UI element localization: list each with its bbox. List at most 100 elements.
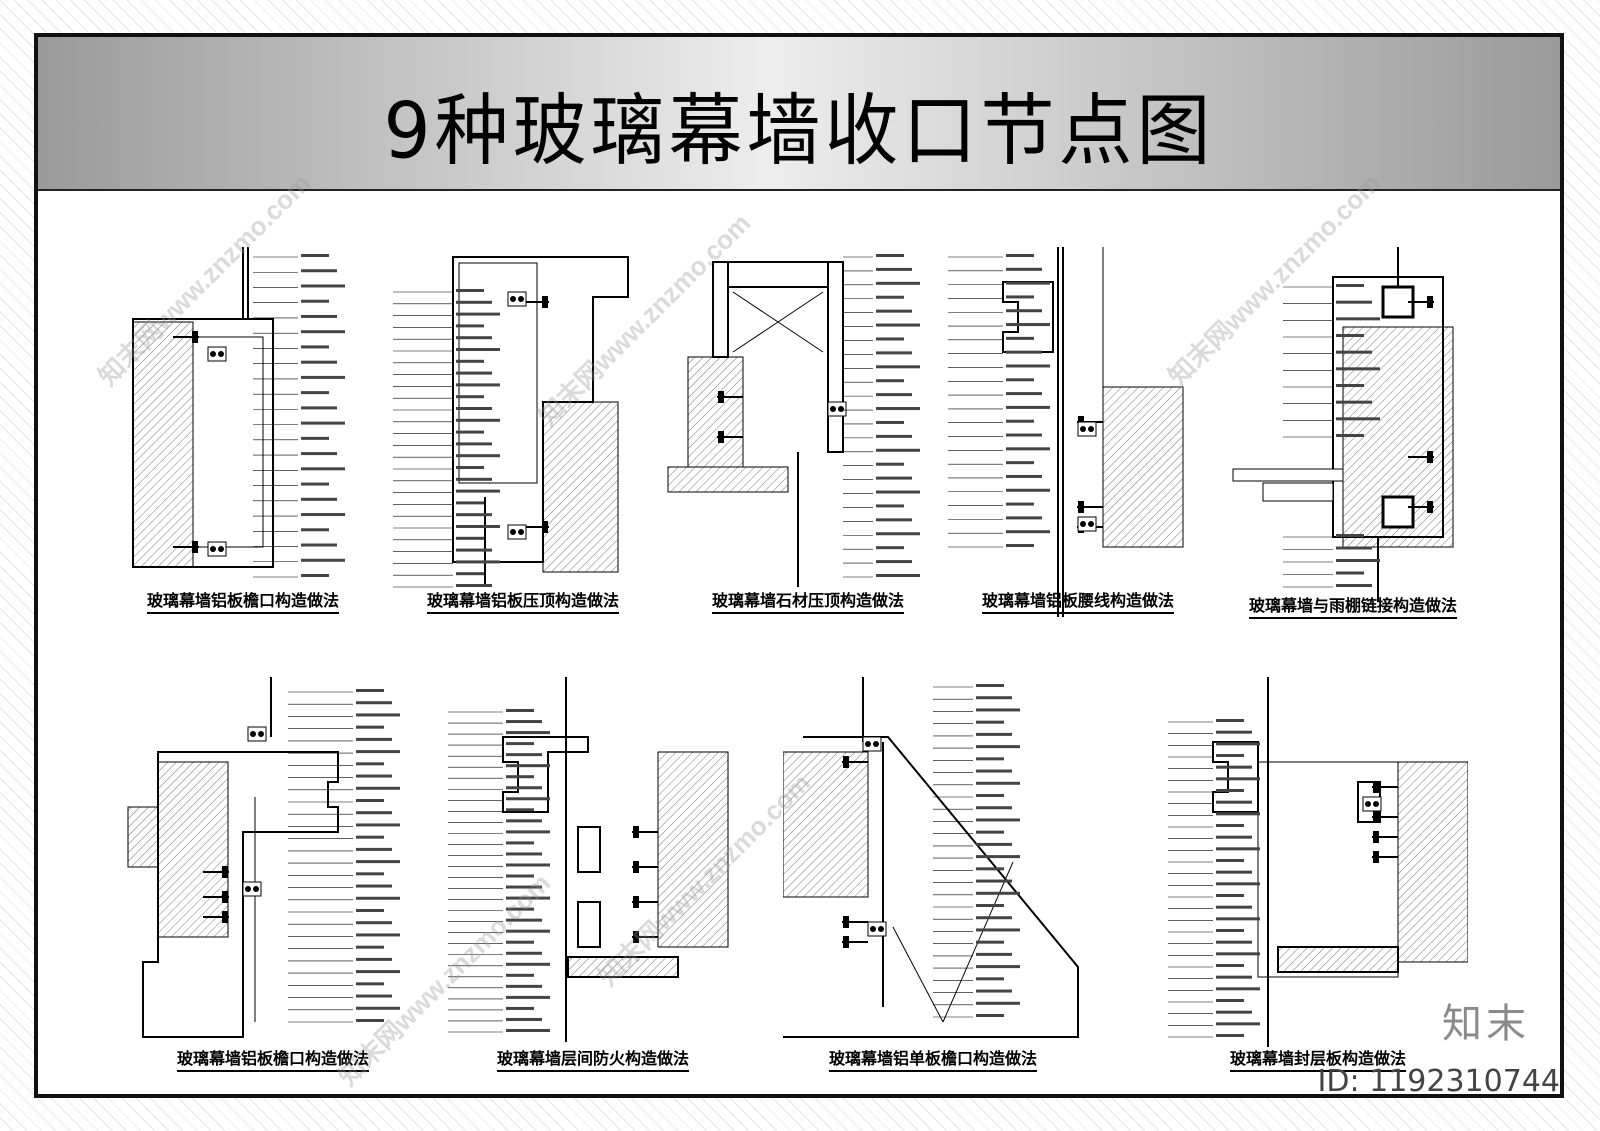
anchor-plate <box>1427 451 1433 463</box>
annotation-text-mark <box>356 799 384 802</box>
annotation-text-mark <box>506 753 542 757</box>
fire-stop-layer <box>567 956 679 978</box>
annotation-text-mark <box>506 995 550 999</box>
annotation-text-mark <box>1336 284 1364 287</box>
annotation-text-mark <box>1006 474 1042 478</box>
steel-frame <box>192 336 264 548</box>
annotation-text-mark <box>976 940 1004 944</box>
bolt-head <box>258 731 264 737</box>
annotation-text-mark <box>456 466 484 469</box>
annotation-text-mark <box>876 379 904 383</box>
annotation-text-mark <box>301 543 337 547</box>
concrete-block <box>127 806 159 868</box>
floor-slab <box>667 466 789 493</box>
annotation-text-mark <box>976 879 1012 883</box>
annotation-text-mark <box>1006 323 1050 327</box>
annotation-text-mark <box>456 359 484 363</box>
anchor-plate <box>1373 811 1379 823</box>
bolt-head <box>518 296 524 302</box>
annotation-text-mark <box>506 808 534 812</box>
annotation-text-mark <box>976 904 1004 907</box>
annotation-text-mark <box>876 393 912 397</box>
annotation-text-mark <box>876 448 920 452</box>
annotation-text-mark <box>506 731 550 735</box>
detail-drawing-9 <box>1168 677 1468 1047</box>
annotation-text-mark <box>876 407 920 411</box>
concrete-block <box>687 356 744 468</box>
annotation-text-mark <box>1216 824 1244 827</box>
bolt-connector <box>242 881 262 897</box>
detail-caption-5: 玻璃幕墙与雨棚链接构造做法 <box>1203 592 1503 619</box>
annotation-text-mark <box>876 560 912 564</box>
annotation-text-mark <box>506 940 534 944</box>
annotation-text-mark <box>456 548 492 552</box>
annotation-text-mark <box>456 454 500 458</box>
annotation-text-mark <box>456 348 500 351</box>
detail-panel-9: 玻璃幕墙封层板构造做法 <box>1168 637 1468 1077</box>
annotation-text-mark <box>1006 461 1034 465</box>
annotation-text-mark <box>876 351 912 355</box>
annotation-text-mark <box>1006 488 1050 492</box>
bolt-connector <box>207 541 227 557</box>
detail-drawing-8 <box>783 677 1079 1038</box>
annotation-text-mark <box>976 830 1004 834</box>
anchor-plate <box>1078 501 1084 513</box>
annotation-text-mark <box>356 811 392 815</box>
annotation-text-mark <box>506 797 550 801</box>
aluminum-waistline-profile <box>1002 281 1054 353</box>
annotation-text-mark <box>876 462 904 466</box>
annotation-text-mark <box>1216 859 1244 862</box>
detail-caption-7: 玻璃幕墙层间防火构造做法 <box>443 1045 743 1072</box>
annotation-text-mark <box>1216 870 1252 874</box>
annotation-text-mark <box>876 518 912 522</box>
annotation-text-mark <box>1216 999 1244 1002</box>
annotation-text-mark <box>976 696 1012 700</box>
annotation-text-mark <box>456 584 492 587</box>
detail-panel-3: 玻璃幕墙石材压顶构造做法 <box>658 207 958 647</box>
annotation-text-mark <box>506 1017 542 1021</box>
detail-caption-1: 玻璃幕墙铝板檐口构造做法 <box>93 587 393 614</box>
anchor-plate <box>718 391 724 403</box>
annotation-text-mark <box>1216 929 1244 932</box>
annotation-text-mark <box>976 720 1004 724</box>
annotation-text-mark <box>1336 334 1364 337</box>
annotation-text-mark <box>1006 254 1034 257</box>
detail-panel-6: 玻璃幕墙铝板檐口构造做法 <box>123 637 423 1077</box>
annotation-text-mark <box>301 558 345 562</box>
annotation-text-mark <box>876 434 912 438</box>
annotation-text-mark <box>356 860 400 864</box>
annotation-text-mark <box>976 794 1004 797</box>
annotation-text-mark <box>456 324 484 328</box>
annotation-text-mark <box>506 852 542 856</box>
annotation-text-mark <box>356 847 392 851</box>
annotation-text-mark <box>1216 847 1260 851</box>
annotation-text-mark <box>301 360 337 364</box>
annotation-text-mark <box>976 916 1012 920</box>
annotation-text-mark <box>976 928 1020 932</box>
annotation-text-mark <box>456 430 484 434</box>
annotation-text-mark <box>506 1006 534 1010</box>
bolt-head <box>218 351 224 357</box>
annotation-text-mark <box>301 452 337 456</box>
detail-panel-2: 玻璃幕墙铝板压顶构造做法 <box>373 207 673 647</box>
anchor-plate <box>1373 851 1379 863</box>
annotation-text-mark <box>1006 405 1050 409</box>
annotation-text-mark <box>1216 835 1252 839</box>
anchor-plate <box>843 916 849 928</box>
annotation-text-mark <box>1006 392 1042 396</box>
detail-drawing-6 <box>127 677 400 1038</box>
annotation-text-mark <box>976 1014 1004 1017</box>
detail-panel-8: 玻璃幕墙铝单板檐口构造做法 <box>783 637 1083 1077</box>
detail-panel-1: 玻璃幕墙铝板檐口构造做法 <box>93 207 393 647</box>
annotation-text-mark <box>976 745 1020 749</box>
anchor-plate <box>718 431 724 443</box>
bolt-head <box>830 406 836 412</box>
annotation-text-mark <box>301 254 329 257</box>
annotation-text-mark <box>356 1006 400 1010</box>
annotation-text-mark <box>1006 267 1042 271</box>
annotation-text-mark <box>1336 546 1372 550</box>
annotation-text-mark <box>1216 765 1252 769</box>
annotation-text-mark <box>301 314 337 318</box>
annotation-text-mark <box>876 267 912 271</box>
annotation-text-mark <box>456 560 500 564</box>
